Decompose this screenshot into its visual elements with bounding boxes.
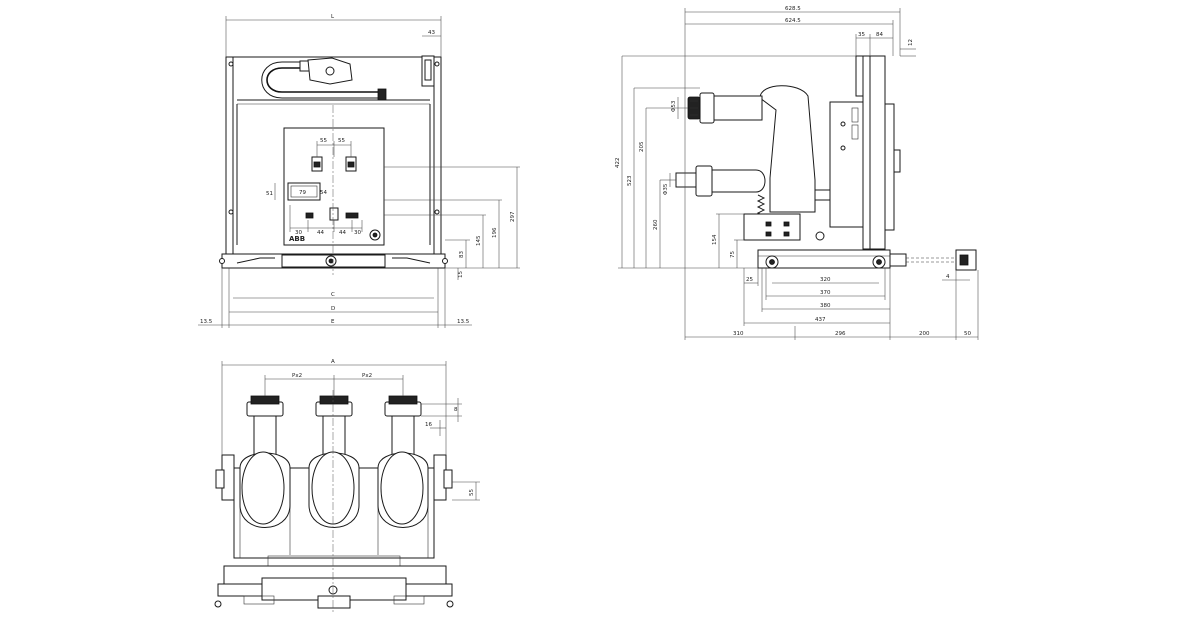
front-logo: ABB [289,235,305,243]
svg-text:54: 54 [320,190,327,196]
svg-text:4: 4 [946,274,950,280]
svg-text:D: D [331,306,335,312]
svg-text:50: 50 [964,331,971,337]
svg-text:145: 145 [476,235,482,246]
svg-text:422: 422 [615,158,621,169]
svg-text:200: 200 [919,331,930,337]
svg-text:55: 55 [338,138,345,144]
front-handle [266,67,382,93]
svg-text:30: 30 [295,230,302,236]
svg-text:Φ53: Φ53 [671,100,677,112]
svg-text:437: 437 [815,317,826,323]
pole-1 [239,395,291,528]
side-rear-plate [884,103,895,231]
svg-text:25: 25 [746,277,753,283]
pole-body [759,85,816,213]
svg-text:51: 51 [266,191,273,197]
button-1 [305,212,314,219]
svg-text:16: 16 [425,422,432,428]
svg-text:79: 79 [299,190,306,196]
pole-3 [377,395,429,528]
svg-text:205: 205 [639,141,645,152]
svg-text:310: 310 [733,331,744,337]
svg-text:320: 320 [820,277,831,283]
svg-text:35: 35 [858,32,865,38]
svg-text:84: 84 [876,32,883,38]
svg-text:55: 55 [320,138,327,144]
button-2 [329,207,339,221]
display-window [287,182,321,201]
svg-text:154: 154 [712,234,718,245]
svg-text:523: 523 [627,175,633,186]
mechanism-housing [829,101,864,228]
svg-text:624.5: 624.5 [785,18,801,24]
svg-text:12: 12 [908,39,914,46]
svg-text:44: 44 [317,230,324,236]
svg-text:15: 15 [458,271,464,278]
svg-text:Px2: Px2 [362,373,372,379]
svg-text:E: E [331,319,335,325]
svg-text:260: 260 [653,219,659,230]
svg-text:C: C [331,292,335,298]
lower-terminal-arm [711,169,766,193]
side-truck-block [743,213,801,241]
svg-text:43: 43 [428,30,435,36]
svg-text:380: 380 [820,303,831,309]
upper-terminal-arm [711,95,763,121]
svg-text:13.5: 13.5 [457,319,470,325]
pole-2 [308,395,360,528]
svg-text:13.5: 13.5 [200,319,213,325]
svg-text:Φ35: Φ35 [663,183,669,195]
button-3 [345,212,359,219]
svg-text:8: 8 [454,407,458,413]
svg-text:30: 30 [354,230,361,236]
svg-text:75: 75 [730,251,736,258]
svg-text:370: 370 [820,290,831,296]
side-view: 628.5 624.5 35 84 12 422 523 205 260 Φ53… [615,6,979,340]
spring [756,194,766,217]
svg-text:297: 297 [510,211,516,222]
svg-text:L: L [331,14,335,20]
side-main-frame [862,55,886,250]
top-view: A Px2 Px2 8 16 55 [214,359,480,612]
svg-text:55: 55 [469,489,475,496]
side-base-rail [757,249,891,269]
lower-contact [675,172,697,188]
svg-text:196: 196 [492,227,498,238]
svg-text:628.5: 628.5 [785,6,801,12]
svg-text:83: 83 [459,251,465,258]
svg-text:296: 296 [835,331,846,337]
front-view: ABB L 43 55 55 51 79 54 [198,14,520,328]
svg-text:A: A [331,359,335,365]
svg-text:Px2: Px2 [292,373,302,379]
svg-text:44: 44 [339,230,346,236]
